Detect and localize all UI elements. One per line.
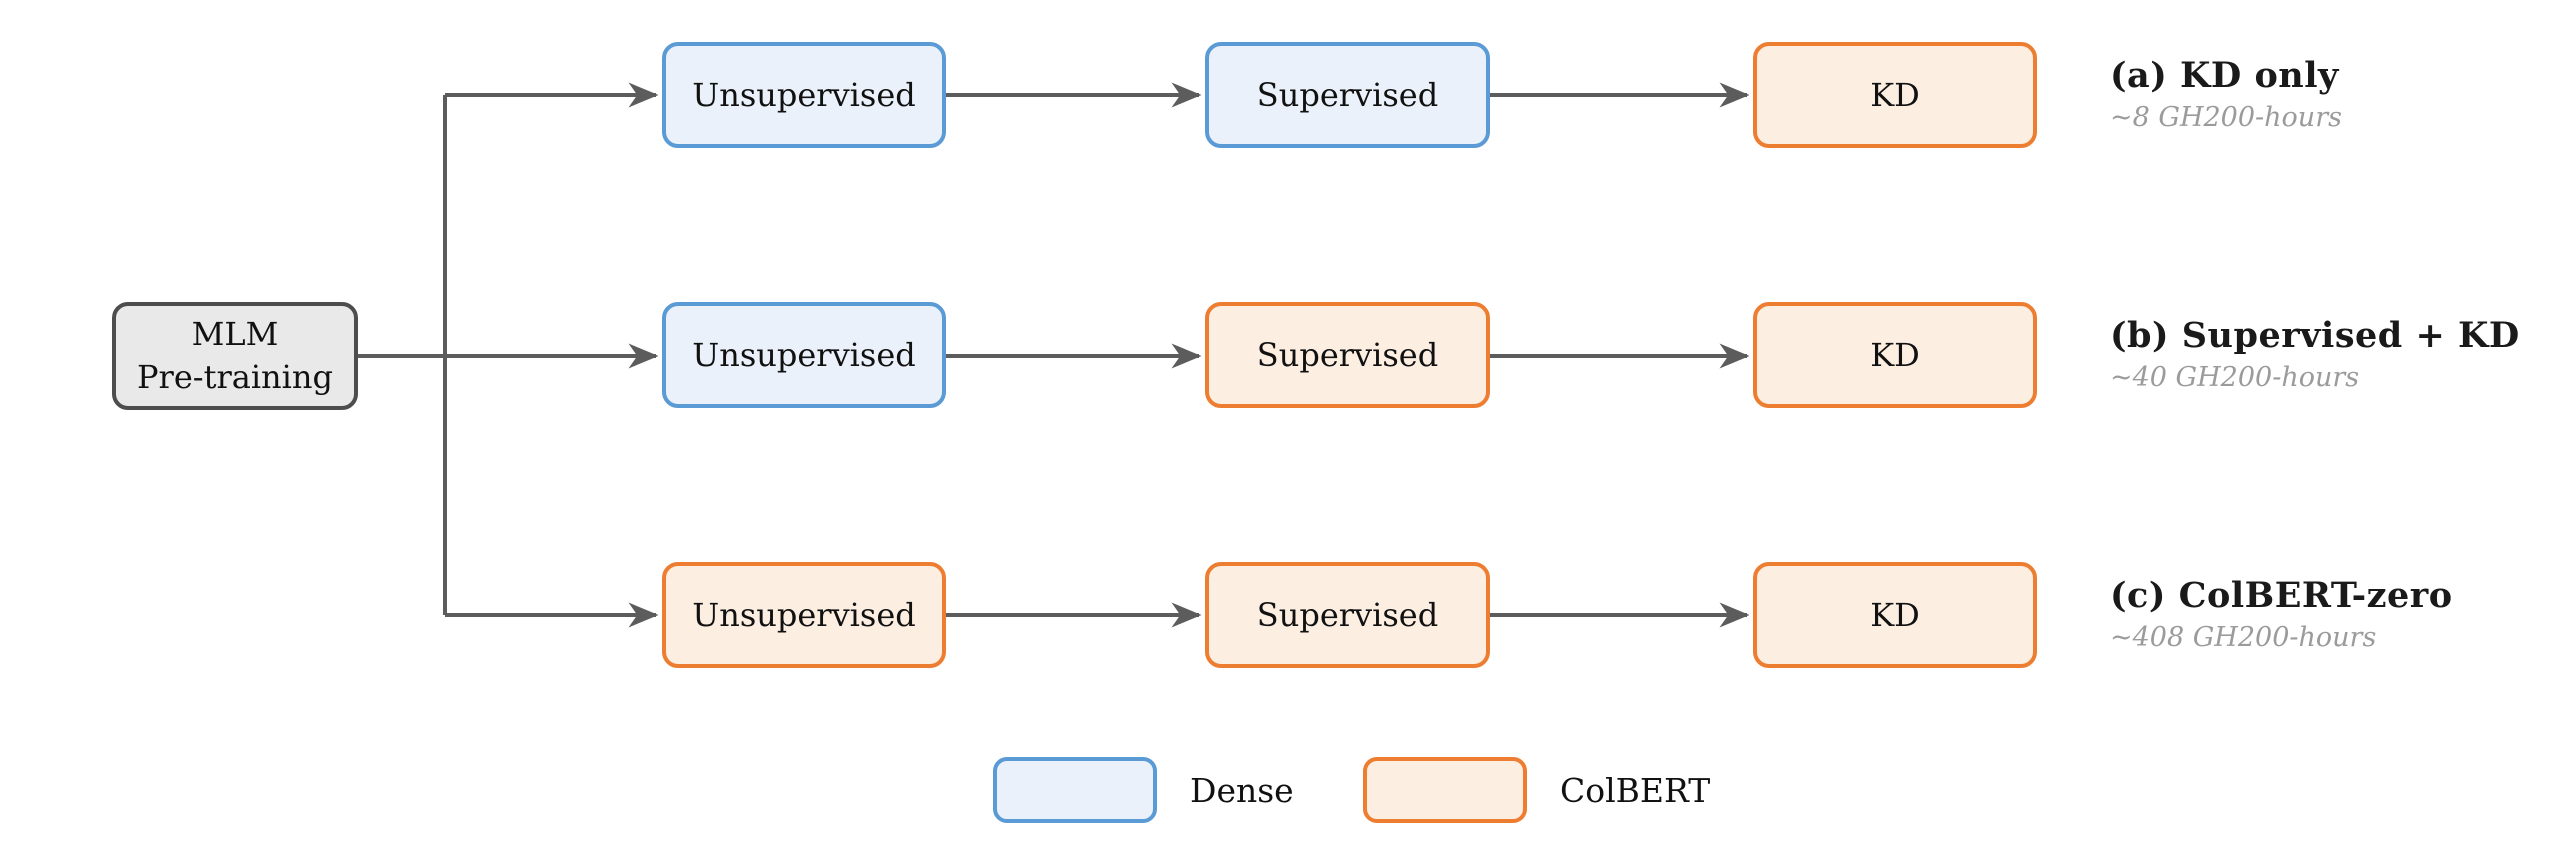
node-row-c-kd: KD [1753,562,2037,668]
legend-label-dense: Dense [1190,770,1294,810]
row-c-cost: ~408 GH200-hours [2110,622,2377,653]
row-b-title: (b) Supervised + KD [2110,315,2520,356]
legend-item-colbert: ColBERT [1363,757,1710,823]
row-c-title: (c) ColBERT-zero [2110,575,2453,616]
legend-item-dense: Dense [993,757,1294,823]
node-row-c-unsupervised: Unsupervised [662,562,946,668]
row-a-label: (a) KD only ~8 GH200-hours [2110,55,2561,133]
node-row-a-supervised: Supervised [1205,42,1490,148]
node-row-b-supervised: Supervised [1205,302,1490,408]
legend-swatch-dense [993,757,1157,823]
row-a-cost: ~8 GH200-hours [2110,102,2342,133]
node-row-b-kd: KD [1753,302,2037,408]
node-row-b-unsupervised: Unsupervised [662,302,946,408]
row-a-title: (a) KD only [2110,55,2339,96]
node-row-a-kd: KD [1753,42,2037,148]
legend-swatch-colbert [1363,757,1527,823]
legend-label-colbert: ColBERT [1560,770,1711,810]
node-row-a-unsupervised: Unsupervised [662,42,946,148]
row-b-label: (b) Supervised + KD ~40 GH200-hours [2110,315,2561,393]
row-c-label: (c) ColBERT-zero ~408 GH200-hours [2110,575,2561,653]
node-row-c-supervised: Supervised [1205,562,1490,668]
node-mlm-pretraining: MLM Pre-training [112,302,358,410]
row-b-cost: ~40 GH200-hours [2110,362,2360,393]
